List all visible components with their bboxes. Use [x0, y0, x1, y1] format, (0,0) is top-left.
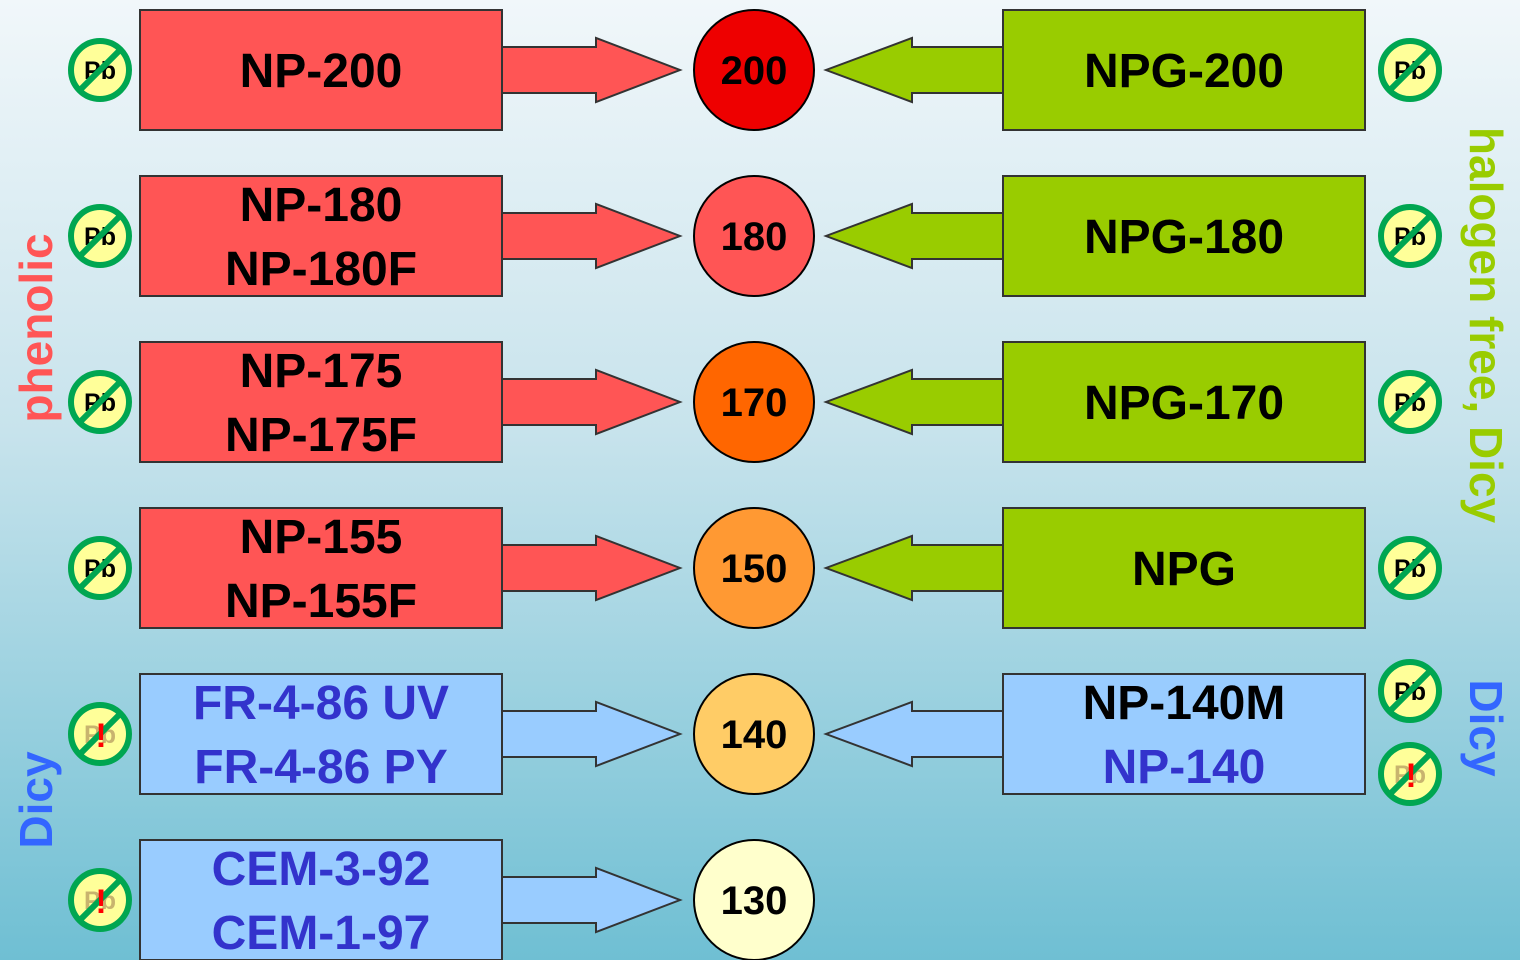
right-product-line-2: NP-140	[1103, 741, 1266, 794]
tg-value: 130	[721, 879, 788, 923]
level-row-200: NP-200 Pb NPG-200 Pb 200	[68, 9, 1442, 131]
left-product-line-2: NP-175F	[225, 409, 417, 462]
left-product-line-2: CEM-1-97	[212, 907, 431, 960]
tg-value: 140	[721, 713, 788, 757]
tg-circle	[693, 175, 815, 297]
right-product-line-1: NPG-200	[1084, 45, 1284, 98]
side-label-halogen-free: halogen free, Dicy	[1460, 127, 1512, 524]
pb-icon-right: Pb	[1378, 38, 1442, 102]
right-product-line-1: NP-140M	[1083, 677, 1286, 730]
right-arrow	[823, 700, 1004, 768]
right-arrow	[823, 368, 1004, 436]
left-product-line-1: NP-175	[240, 345, 403, 398]
left-arrow	[501, 202, 683, 270]
pb-icon-left: Pb	[68, 38, 132, 102]
right-product-box: NPG-180	[1002, 175, 1366, 297]
right-product-line-1: NPG	[1132, 543, 1236, 596]
pb-icon-right: Pb	[1378, 536, 1442, 600]
pb-icon-left: Pb	[68, 370, 132, 434]
side-label-dicy-left: Dicy	[10, 751, 62, 849]
right-product-box: NPG-200	[1002, 9, 1366, 131]
pb-icon-left: Pb	[68, 204, 132, 268]
tg-circle	[693, 9, 815, 131]
right-product-box: NPG-170	[1002, 341, 1366, 463]
left-product-line-1: FR-4-86 UV	[193, 677, 449, 730]
pb-icon-right: Pb	[1378, 204, 1442, 268]
left-arrow	[501, 368, 683, 436]
left-product-line-2: NP-180F	[225, 243, 417, 296]
pb-icon-right-1: Pb	[1378, 659, 1442, 723]
left-product-box: FR-4-86 UV FR-4-86 PY	[139, 673, 503, 795]
tg-value: 180	[721, 215, 788, 259]
tg-value: 170	[721, 381, 788, 425]
side-label-dicy-right: Dicy	[1460, 679, 1512, 777]
right-product-line-1: NPG-170	[1084, 377, 1284, 430]
tg-circle	[693, 341, 815, 463]
left-product-line-2: NP-155F	[225, 575, 417, 628]
right-arrow	[823, 534, 1004, 602]
left-arrow	[501, 866, 683, 934]
right-product-line-1: NPG-180	[1084, 211, 1284, 264]
left-arrow	[501, 700, 683, 768]
left-product-line-1: NP-200	[240, 45, 403, 98]
pb-icon-left: Pb	[68, 536, 132, 600]
left-product-line-1: NP-155	[240, 511, 403, 564]
side-label-phenolic: phenolic	[10, 233, 62, 422]
right-product-box: NPG	[1002, 507, 1366, 629]
tg-value: 200	[721, 49, 788, 93]
right-arrow	[823, 202, 1004, 270]
warning-mark: !	[95, 883, 106, 921]
tg-circle	[693, 673, 815, 795]
left-product-box: NP-200	[139, 9, 503, 131]
left-arrow	[501, 36, 683, 104]
left-product-line-1: NP-180	[240, 179, 403, 232]
right-arrow	[823, 36, 1004, 104]
pb-icon-left: Pb!	[68, 702, 132, 766]
level-row-140: FR-4-86 UV FR-4-86 PY Pb! NP-140M NP-140 PbPb…	[68, 659, 1442, 806]
left-arrow	[501, 534, 683, 602]
warning-mark: !	[1405, 757, 1416, 795]
tg-circle	[693, 507, 815, 629]
left-product-line-1: CEM-3-92	[212, 843, 431, 896]
warning-mark: !	[95, 717, 106, 755]
pb-icon-right: Pb	[1378, 370, 1442, 434]
right-product-box: NP-140M NP-140	[1002, 673, 1366, 795]
left-product-line-2: FR-4-86 PY	[194, 741, 447, 794]
tg-circle	[693, 839, 815, 960]
pb-icon-right-2: Pb!	[1378, 742, 1442, 806]
tg-value: 150	[721, 547, 788, 591]
pb-icon-left: Pb!	[68, 868, 132, 932]
